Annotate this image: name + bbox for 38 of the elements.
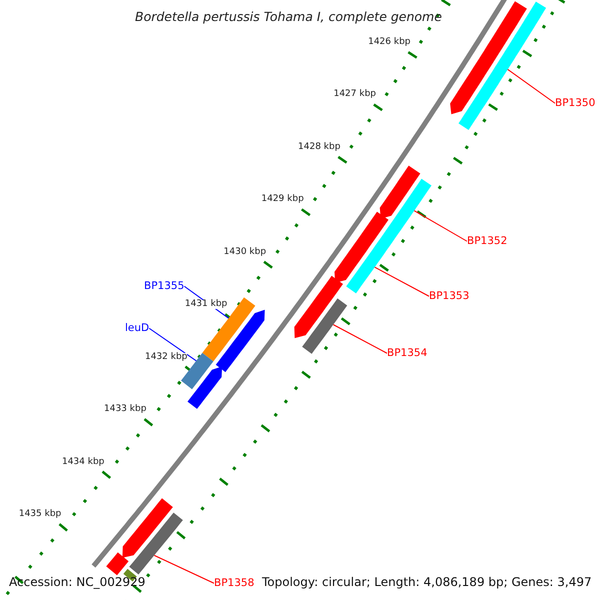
gene-block — [129, 512, 183, 574]
scale-label: 1431 kbp — [184, 300, 228, 310]
footer-text: Topology: circular; Length: 4,086,189 bp; Genes: 3,497 — [261, 575, 593, 589]
gene-block — [458, 2, 546, 130]
scale-label: 1432 kbp — [144, 352, 188, 362]
title: Bordetella pertussis Tohama I, complete genome — [135, 11, 442, 24]
gene-block — [216, 310, 265, 372]
gene-label: BP1354 — [387, 348, 428, 358]
leader-line — [154, 554, 214, 584]
scale-label: 1435 kbp — [18, 510, 62, 520]
gene-label: BP1358 — [214, 578, 254, 588]
gene-block — [106, 552, 129, 576]
gene-block — [334, 212, 388, 283]
gene-label: BP1353 — [429, 291, 470, 302]
scale-label: 1427 kbp — [334, 90, 376, 100]
gene-block — [122, 498, 173, 558]
gene-block — [380, 166, 420, 219]
leader-line — [332, 324, 388, 354]
scale-label: 1433 kbp — [104, 405, 146, 414]
gene-label: BP1352 — [467, 236, 508, 246]
scale-label: 1430 kbp — [224, 248, 266, 257]
gene-label: BP1350 — [555, 98, 596, 108]
gene-block — [294, 276, 343, 338]
scale-label: 1429 kbp — [261, 195, 304, 204]
scale-label: 1434 kbp — [62, 458, 104, 467]
gene-block — [302, 298, 348, 354]
gene-label: BP1355 — [144, 281, 184, 292]
scale-label: 1428 kbp — [298, 142, 340, 152]
gene-block — [188, 366, 222, 409]
leader-line — [148, 328, 197, 362]
leader-line — [507, 68, 556, 104]
gene-block — [450, 1, 527, 114]
footer-text: Accession: NC_002929 — [8, 575, 146, 589]
gene-label: leuD — [125, 323, 150, 334]
leader-line — [414, 210, 468, 242]
scale-label: 1426 kbp — [368, 38, 410, 47]
gene-block — [346, 178, 432, 294]
leader-line — [374, 266, 430, 297]
